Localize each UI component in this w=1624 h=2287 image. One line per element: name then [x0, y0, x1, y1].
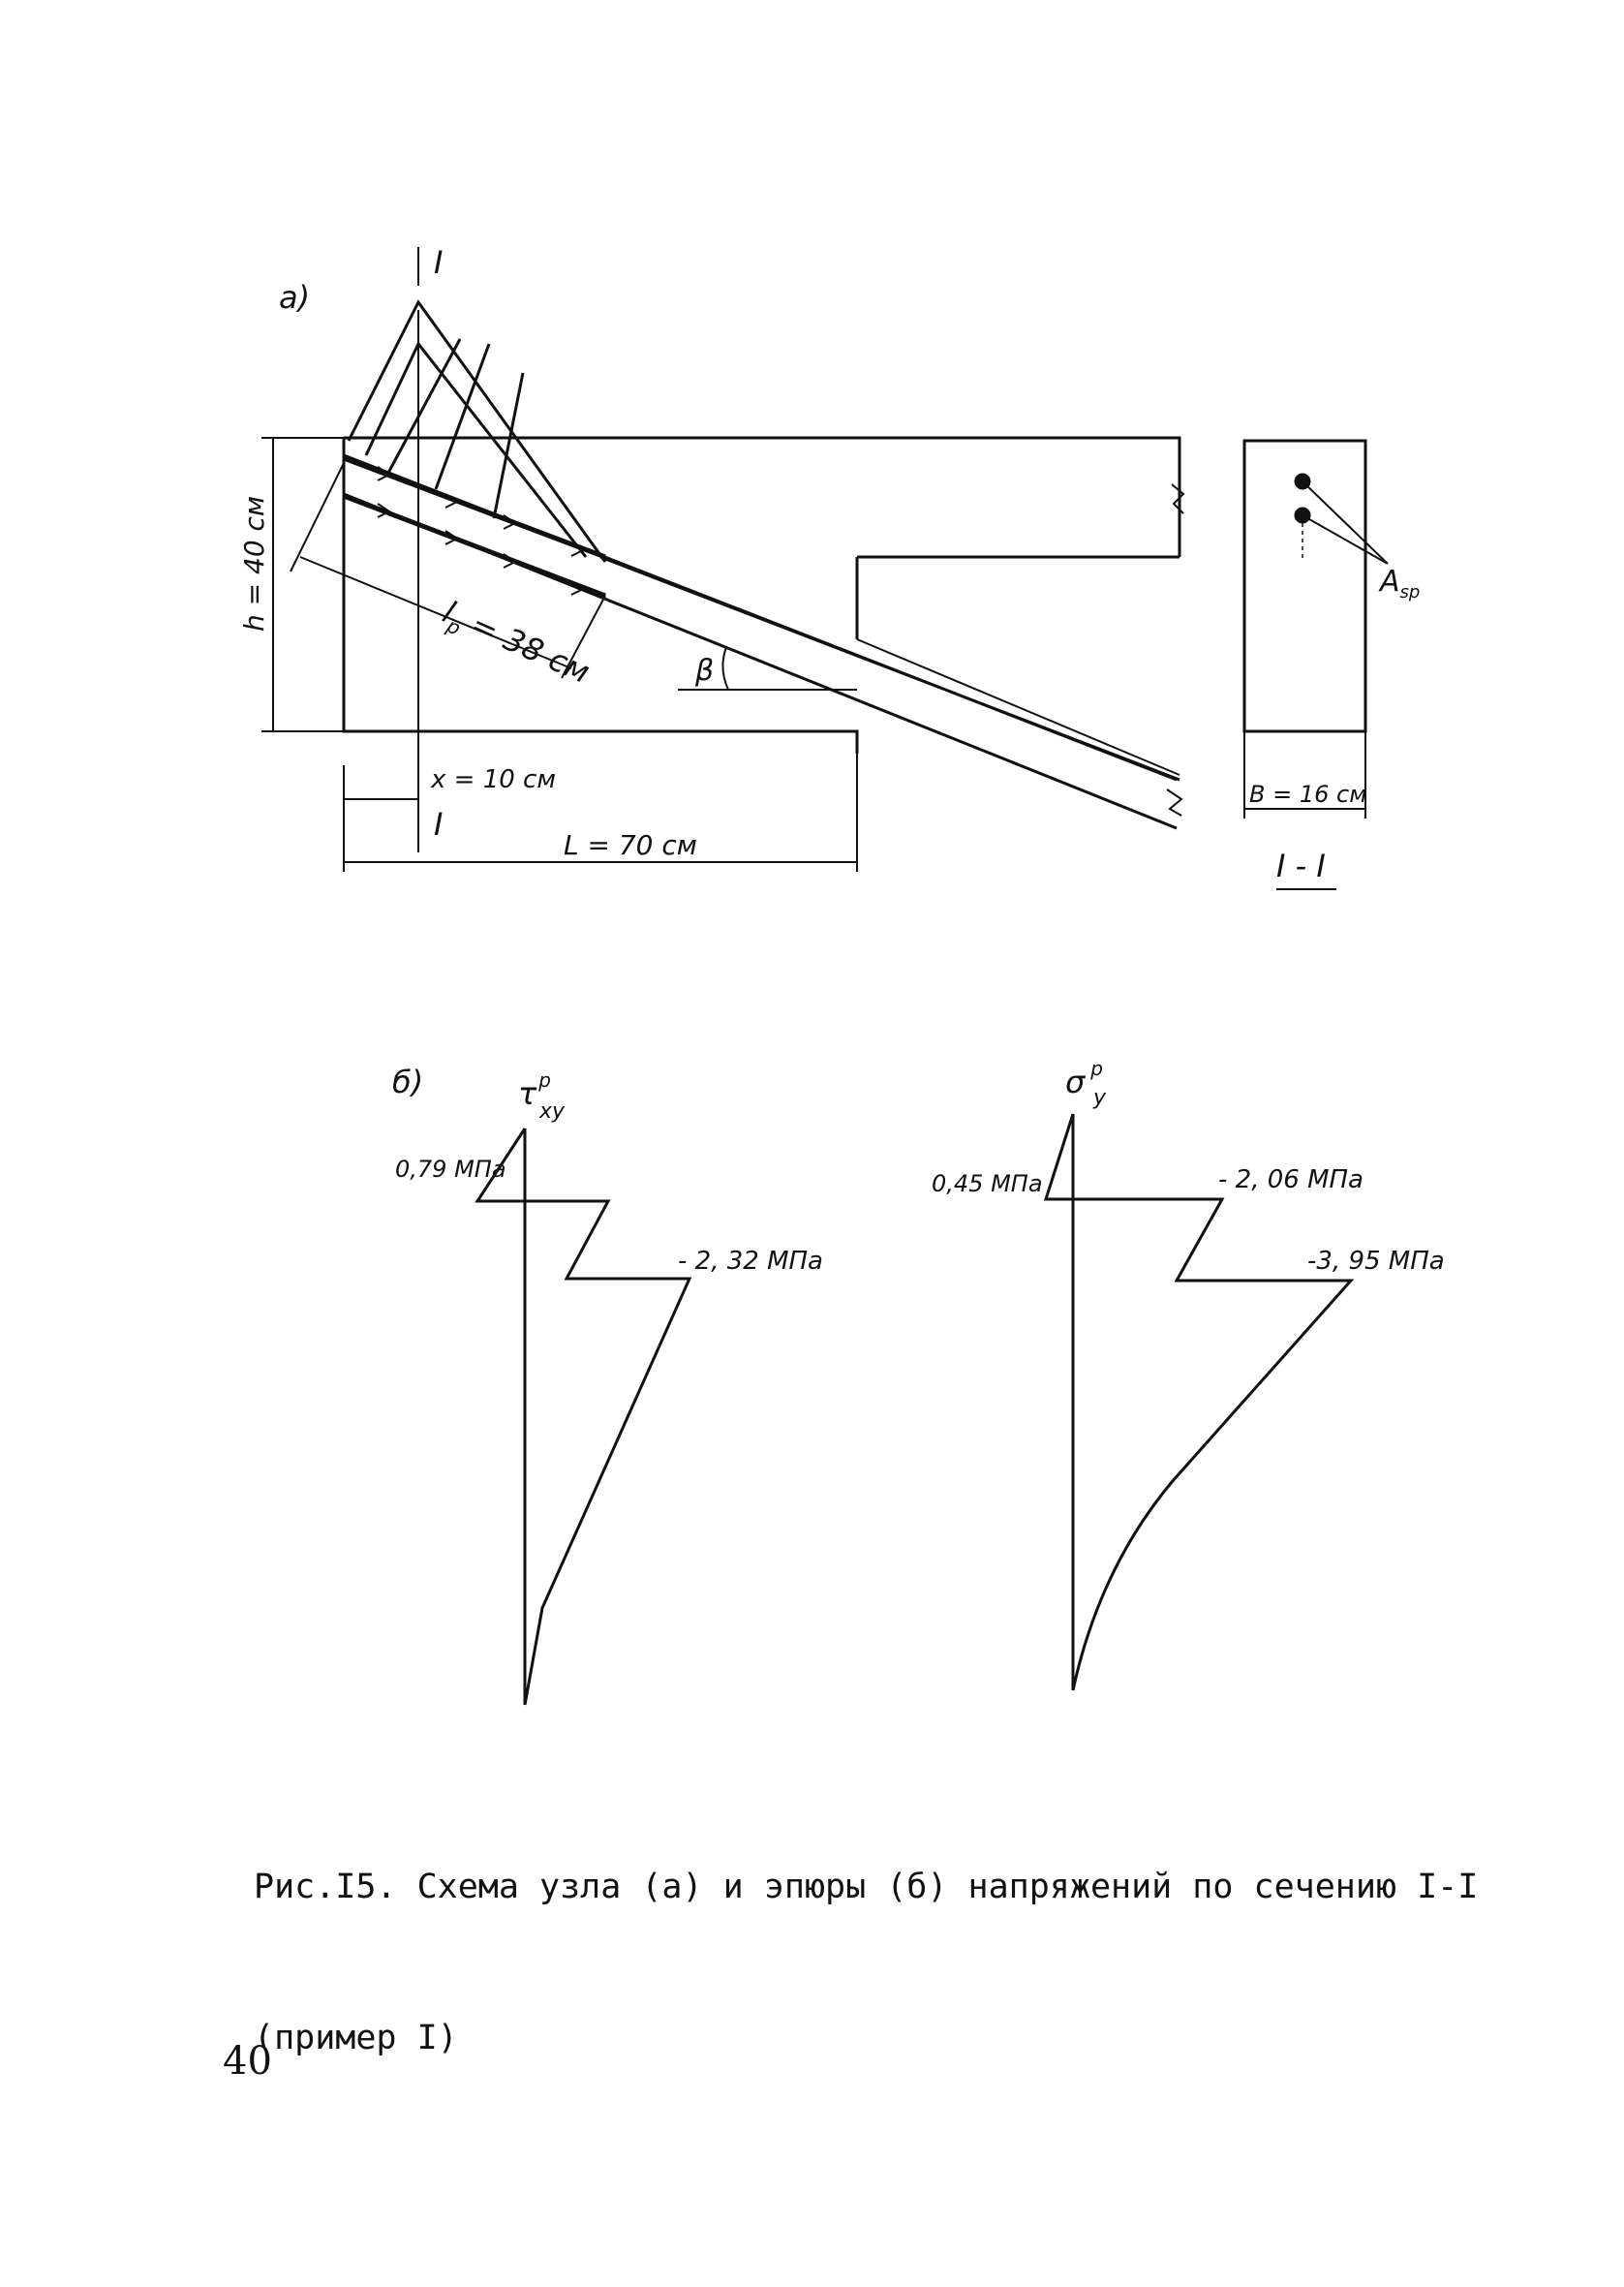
section-title: I - I	[1276, 848, 1326, 884]
sigma-epure	[1043, 1113, 1355, 1691]
sigma-label-step: - 2, 06 МПа	[1218, 1165, 1364, 1194]
sigma-subscript: y	[1092, 1086, 1107, 1110]
page-number: 40	[223, 2039, 272, 2084]
dim-h-label: h = 40 см	[238, 496, 270, 632]
section-width-dim	[1243, 731, 1366, 819]
sigma-label-top: 0,45 МПа	[932, 1170, 1043, 1197]
dim-lp-label: lр = 38 см	[436, 594, 596, 695]
section-width-label: B = 16 см	[1249, 781, 1366, 808]
panel-label-a: а)	[279, 279, 310, 316]
dim-L-label: L = 70 см	[564, 829, 697, 861]
tau-label-right: - 2, 32 МПа	[678, 1247, 823, 1276]
angle-arc	[678, 646, 857, 691]
section-rect	[1242, 439, 1367, 733]
sigma-diagram	[1043, 1113, 1355, 1691]
rebar-leader	[1302, 480, 1389, 565]
tau-epure	[475, 1128, 692, 1706]
tau-symbol-main: τ	[518, 1075, 537, 1112]
panel-label-b: б)	[392, 1064, 423, 1100]
tau-label-top: 0,79 МПа	[395, 1156, 506, 1183]
caption-line-2: (пример I)	[254, 2019, 458, 2057]
dimension-lp	[290, 462, 606, 679]
caption-line-1: Рис.I5. Схема узла (а) и эпюры (б) напря…	[254, 1868, 1479, 1906]
strand-lower	[343, 493, 606, 599]
tau-subscript: xy	[538, 1099, 566, 1124]
section-mark-top: I	[434, 244, 443, 281]
rebar-label-symbol: A	[1378, 565, 1400, 599]
rafter-lower-edge	[856, 638, 1180, 776]
rebar-label: Asp	[1378, 565, 1420, 603]
dimension-x	[343, 765, 418, 872]
rafter-break-mark	[1166, 788, 1183, 817]
anchorage-inner	[364, 338, 588, 558]
tau-superscript: р	[537, 1068, 551, 1092]
beam-break-mark	[1171, 483, 1185, 514]
dimension-h	[261, 437, 344, 732]
section-view	[1242, 439, 1389, 890]
sigma-symbol-main: σ	[1065, 1064, 1087, 1100]
dim-x-label: x = 10 см	[430, 765, 556, 794]
sigma-label-right: -3, 95 МПа	[1307, 1247, 1445, 1276]
dimension-L	[344, 754, 858, 872]
figure-caption: Рис.I5. Схема узла (а) и эпюры (б) напря…	[254, 1761, 1513, 2114]
angle-label: β	[694, 654, 714, 688]
anchorage-outer	[347, 299, 607, 563]
section-mark-bottom: I	[434, 806, 443, 843]
strand-arrows	[377, 466, 585, 596]
tau-diagram	[475, 1128, 692, 1706]
beam-outline	[342, 436, 1181, 754]
rebar-label-subscript: sp	[1400, 582, 1421, 603]
sigma-superscript: р	[1089, 1057, 1103, 1080]
dim-lp-value: = 38 см	[456, 602, 595, 691]
node-scheme	[261, 247, 1185, 872]
